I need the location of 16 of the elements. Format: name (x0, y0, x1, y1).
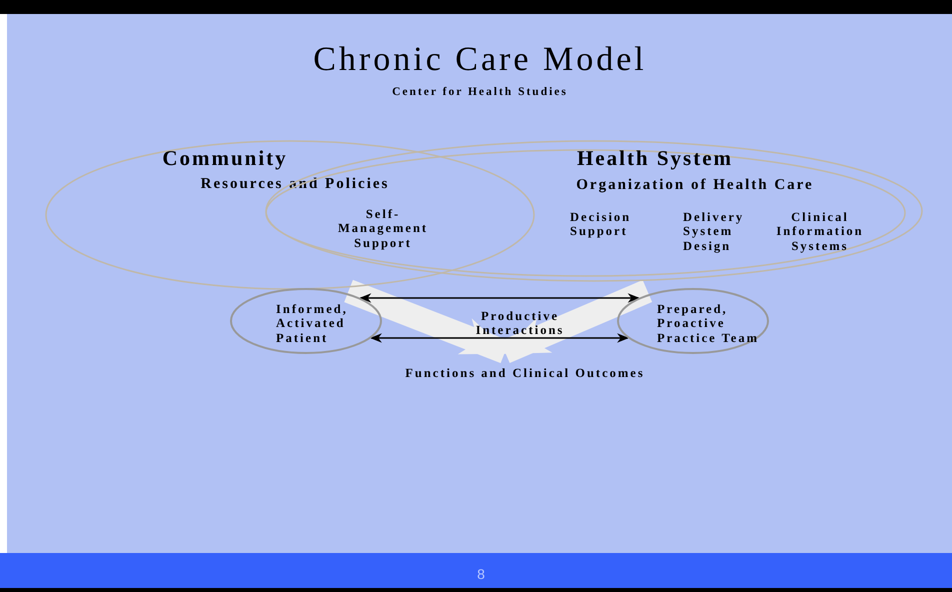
component-label: Clinical Information Systems (775, 210, 865, 254)
component-label: Self- Management Support (336, 207, 430, 250)
group-subheading: Organization of Health Care (575, 177, 815, 194)
interaction-label: Productive Interactions (474, 309, 566, 338)
node-label: Informed, Activated Patient (276, 302, 349, 346)
double-arrow (359, 293, 640, 303)
component-label: Decision Support (570, 210, 632, 239)
group-heading: Health System (576, 146, 734, 170)
title: Chronic Care Model (312, 40, 648, 80)
group-heading: Community (161, 146, 289, 170)
subtitle: Center for Health Studies (391, 86, 569, 100)
page-number: 8 (476, 566, 486, 582)
outcome-label: Functions and Clinical Outcomes (380, 366, 670, 386)
component-label: Delivery System Design (683, 210, 746, 254)
node-label: Prepared, Proactive Practice Team (657, 302, 760, 346)
double-arrow (370, 333, 630, 343)
